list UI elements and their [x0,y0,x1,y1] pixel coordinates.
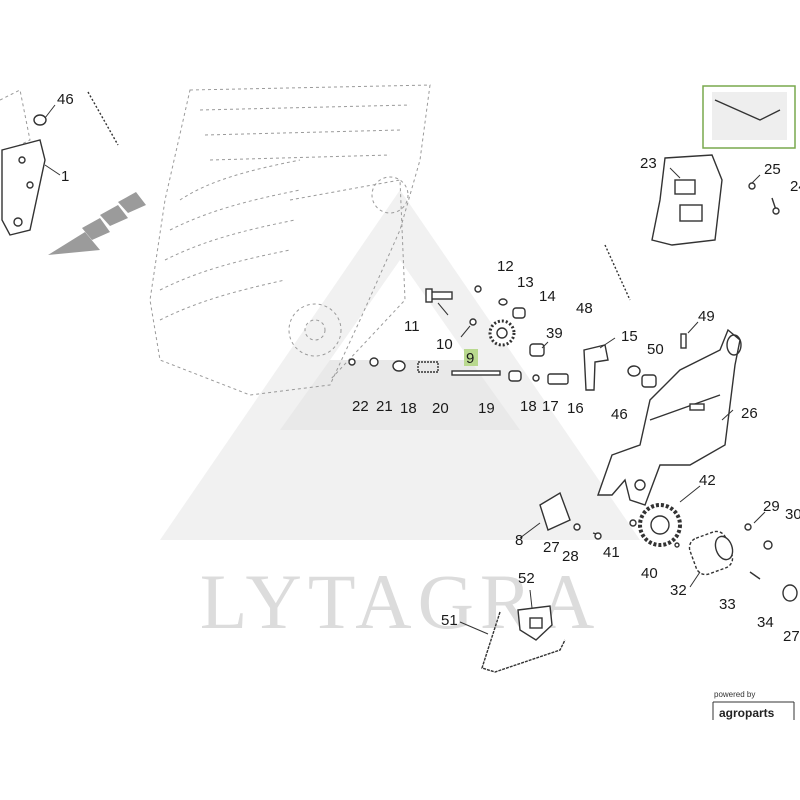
callout-49[interactable]: 49 [698,308,715,325]
background-machine-outline [0,84,431,396]
callout-20[interactable]: 20 [432,400,449,417]
callout-labels: 1 46 23 25 24 12 13 14 48 11 10 9 39 15 … [57,91,800,645]
part-roller-32 [688,530,734,576]
callout-10[interactable]: 10 [436,336,453,353]
part-spring-48 [604,244,631,301]
callout-24[interactable]: 24 [790,178,800,195]
part-bolts-right [744,523,798,602]
part-bracket-left [1,139,46,236]
callout-33[interactable]: 33 [719,596,736,613]
part-pin-49 [680,333,687,349]
direction-arrow-icon [48,192,146,255]
part-ring-50 [627,365,641,377]
callout-14[interactable]: 14 [539,288,556,305]
callout-32[interactable]: 32 [670,582,687,599]
callout-29[interactable]: 29 [763,498,780,515]
callout-15[interactable]: 15 [621,328,638,345]
callout-39[interactable]: 39 [546,325,563,342]
callout-28[interactable]: 28 [562,548,579,565]
callout-46-right[interactable]: 46 [611,406,628,423]
callout-21[interactable]: 21 [376,398,393,415]
part-plate-8 [539,491,571,531]
callout-8[interactable]: 8 [515,532,523,549]
part-spring-left [33,91,119,146]
callout-48[interactable]: 48 [576,300,593,317]
callout-42[interactable]: 42 [699,472,716,489]
part-bushing-39 [529,343,545,357]
part-chain-link [517,605,553,641]
callout-46-left[interactable]: 46 [57,91,74,108]
part-spacer-46 [641,374,657,388]
callout-9-highlight [464,349,478,366]
callout-51[interactable]: 51 [441,612,458,629]
callout-19[interactable]: 19 [478,400,495,417]
agroparts-text: agroparts [719,706,775,720]
part-fasteners-lower [573,519,680,548]
part-cover [651,154,723,246]
callout-11[interactable]: 11 [404,318,420,335]
callout-1[interactable]: 1 [61,168,69,185]
overview-thumbnail[interactable] [702,85,796,149]
part-main-bracket [597,328,742,506]
agroparts-logo: powered by agroparts [712,690,795,720]
callout-50[interactable]: 50 [647,341,664,358]
part-washers-12-13 [469,285,526,326]
callout-30[interactable]: 30 [785,506,800,523]
callout-25[interactable]: 25 [764,161,781,178]
part-bolts-top-right [748,182,780,215]
callout-27-right[interactable]: 27 [783,628,800,645]
callout-27-left[interactable]: 27 [543,539,560,556]
callout-12[interactable]: 12 [497,258,514,275]
callout-13[interactable]: 13 [517,274,534,291]
callout-26[interactable]: 26 [741,405,758,422]
part-sprocket-large [638,503,682,547]
part-sprocket-small [488,319,516,347]
callout-41[interactable]: 41 [603,544,620,561]
powered-by-text: powered by [714,690,755,699]
callout-9[interactable]: 9 [466,350,474,367]
part-shaft-row [348,357,569,385]
callout-18-right[interactable]: 18 [520,398,537,415]
part-chain [481,611,566,673]
part-bolt-11 [425,288,453,303]
callout-23[interactable]: 23 [640,155,657,172]
callout-22[interactable]: 22 [352,398,369,415]
callout-52[interactable]: 52 [518,570,535,587]
callout-17[interactable]: 17 [542,398,559,415]
part-lever-15 [583,344,609,391]
callout-16[interactable]: 16 [567,400,584,417]
leader-lines [44,104,766,635]
callout-34[interactable]: 34 [757,614,774,631]
watermark: LYTAGRA [160,190,640,645]
callout-40[interactable]: 40 [641,565,658,582]
callout-18-left[interactable]: 18 [400,400,417,417]
